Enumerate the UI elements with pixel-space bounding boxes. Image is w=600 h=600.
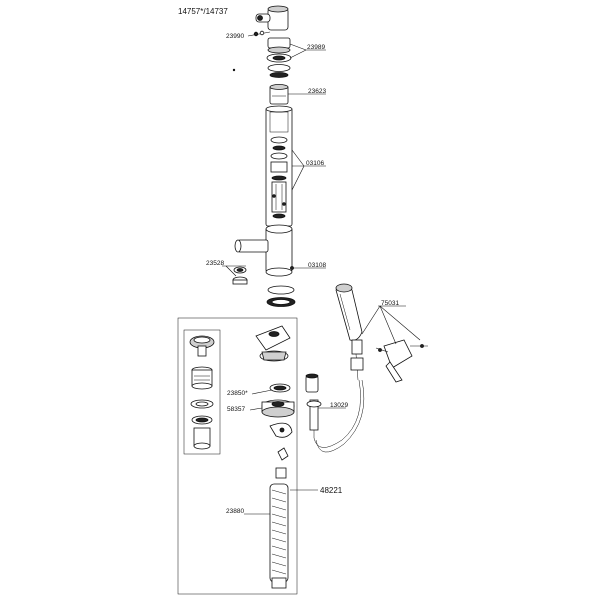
label-03108: 03108 [308, 262, 326, 269]
label-75031: 75031 [381, 300, 399, 307]
flexible-hose [269, 483, 289, 589]
label-23989: 23989 [307, 44, 325, 51]
label-23623: 23623 [308, 88, 326, 95]
drain-kit [189, 335, 215, 450]
label-13029: 13029 [330, 402, 348, 409]
clamp-bracket [269, 422, 293, 479]
lever-handle [255, 5, 289, 31]
cartridge [269, 84, 289, 105]
cover-cap [266, 37, 292, 78]
mounting-base [261, 399, 295, 418]
aerator-parts [232, 266, 248, 285]
base-gasket [266, 285, 296, 307]
label-48221: 48221 [320, 486, 343, 495]
label-23528: 23528 [206, 260, 224, 267]
faucet-body [265, 105, 293, 227]
label-58357: 58357 [227, 406, 245, 413]
shower-hose [313, 379, 361, 448]
spout-base [234, 224, 293, 277]
diagram-title: 14757*/14737 [178, 7, 228, 16]
wall-bracket [375, 339, 428, 383]
sub-assembly-frame [177, 317, 298, 595]
label-23880: 23880 [226, 508, 244, 515]
mixer-head [255, 325, 291, 362]
drain-kit-frame [183, 329, 221, 455]
o-ring [269, 383, 291, 393]
set-screw [247, 30, 271, 37]
diverter-valve [305, 373, 322, 431]
label-23990: 23990 [226, 33, 244, 40]
hand-shower [335, 283, 364, 381]
label-03106: 03106 [306, 160, 324, 167]
label-23850: 23850* [227, 390, 248, 397]
